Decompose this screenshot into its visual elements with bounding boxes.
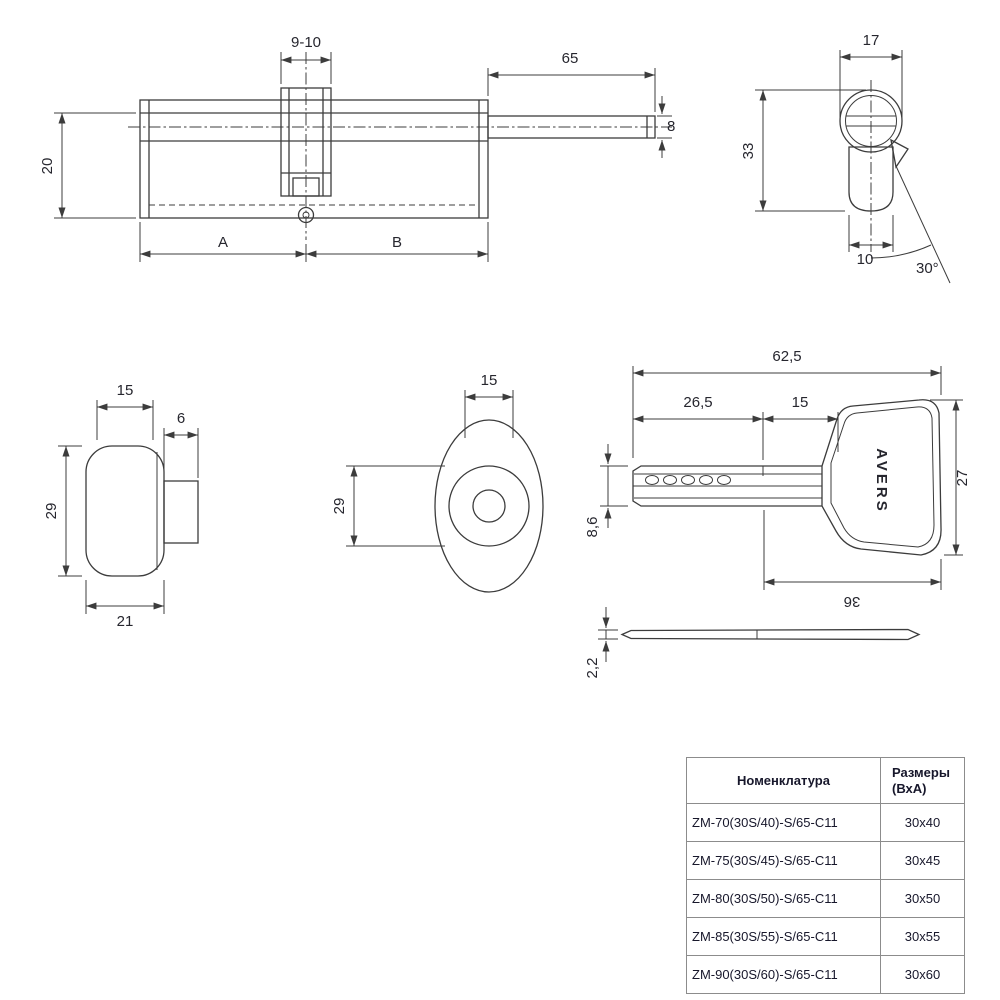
table-row: ZM-80(30S/50)-S/65-C11 30x50 [686,879,965,918]
brand-logo: AVERS [873,448,890,514]
dim-key-blade-width: 8,6 [584,517,601,538]
size-cell: 30x45 [880,841,965,880]
thumbturn-dimensions: 15 6 29 21 [43,382,199,630]
dim-cam-width: 9-10 [291,34,321,51]
nomenclature-cell: ZM-80(30S/50)-S/65-C11 [686,879,881,918]
table-row: ZM-85(30S/55)-S/65-C11 30x55 [686,917,965,956]
dim-a: A [218,234,228,251]
dim-stem-height: 8 [667,118,675,135]
nomenclature-cell: ZM-75(30S/45)-S/65-C11 [686,841,881,880]
cylinder-dimensions: 9-10 65 8 20 A B [39,34,675,262]
key-profile-view: 2,2 [584,607,921,679]
cylinder-face-view [434,419,544,593]
size-cell: 30x60 [880,955,965,994]
dim-b: B [392,234,402,251]
key-view: AVERS [632,399,942,556]
dim-angle: 30° [916,260,939,277]
dim-body-height: 20 [39,158,56,175]
cylinder-side-view [128,52,672,240]
dim-key-head-width: 36 [844,593,861,610]
nomenclature-cell: ZM-70(30S/40)-S/65-C11 [686,803,881,842]
dim-key-head-height: 27 [954,470,971,487]
dimension-table: Номенклатура Размеры (ВхА) ZM-70(30S/40)… [686,757,965,994]
dim-knob-height: 29 [43,503,60,520]
dim-stem-length: 65 [562,50,579,67]
section-dimensions: 17 33 10 30° [740,32,939,277]
dim-section-bottom: 10 [857,251,874,268]
nomenclature-cell: ZM-90(30S/60)-S/65-C11 [686,955,881,994]
table-row: ZM-70(30S/40)-S/65-C11 30x40 [686,803,965,842]
dim-section-height: 33 [740,143,757,160]
header-size: Размеры (ВхА) [880,757,965,804]
dim-face-height: 29 [331,498,348,515]
header-nomenclature: Номенклатура [686,757,881,804]
size-cell: 30x55 [880,917,965,956]
size-cell: 30x40 [880,803,965,842]
table-row: ZM-75(30S/45)-S/65-C11 30x45 [686,841,965,880]
nomenclature-cell: ZM-85(30S/55)-S/65-C11 [686,917,881,956]
dim-knob-stem: 6 [177,410,185,427]
dim-face-width: 15 [481,372,498,389]
key-dimensions: 62,5 26,5 15 27 8,6 36 [584,348,971,610]
dim-key-front: 26,5 [683,394,712,411]
size-cell: 30x50 [880,879,965,918]
header-size-line2: (ВхА) [892,780,927,796]
face-dimensions: 15 29 [331,372,514,547]
dim-knob-top: 15 [117,382,134,399]
dim-knob-bottom: 21 [117,613,134,630]
thumbturn-view [85,445,199,577]
dim-key-thickness: 2,2 [584,658,601,679]
table-row: ZM-90(30S/60)-S/65-C11 30x60 [686,955,965,994]
dim-key-mid: 15 [792,394,809,411]
dim-section-width: 17 [863,32,880,49]
dim-key-total: 62,5 [772,348,801,365]
table-header-row: Номенклатура Размеры (ВхА) [686,757,965,804]
cylinder-section-view [839,80,951,284]
header-size-line1: Размеры [892,764,950,780]
